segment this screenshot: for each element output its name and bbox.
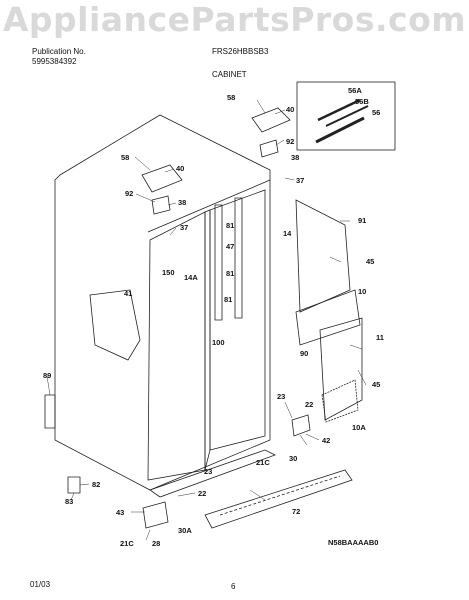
roller-83 bbox=[67, 476, 81, 494]
callout-21c-right: 21C bbox=[256, 458, 270, 467]
section-title: CABINET bbox=[212, 70, 247, 79]
shelf-rail-2 bbox=[234, 197, 243, 319]
leveler-left bbox=[142, 501, 169, 529]
callout-30: 30 bbox=[289, 454, 297, 463]
footer-date: 01/03 bbox=[30, 580, 51, 589]
callout-38-left: 38 bbox=[178, 198, 186, 207]
evaporator-cover bbox=[321, 379, 359, 423]
callout-30a: 30A bbox=[178, 526, 192, 535]
callout-56: 56 bbox=[372, 108, 380, 117]
callout-100: 100 bbox=[212, 338, 225, 347]
callout-21c-bottom: 21C bbox=[120, 539, 134, 548]
hinge-cover-top bbox=[251, 107, 291, 133]
publication-number: 5995384392 bbox=[32, 57, 77, 66]
divider-mullion bbox=[204, 209, 211, 471]
callout-38-top: 38 bbox=[291, 153, 299, 162]
inset-part-56b bbox=[325, 105, 369, 127]
callout-45-upper: 45 bbox=[366, 257, 374, 266]
left-side-duct bbox=[89, 289, 141, 361]
callout-10: 10 bbox=[358, 287, 366, 296]
callout-41: 41 bbox=[124, 289, 132, 298]
callout-40-left: 40 bbox=[176, 164, 184, 173]
cabinet-front-edge bbox=[147, 179, 271, 233]
publication-label: Publication No. bbox=[32, 47, 86, 56]
rear-access-cover bbox=[319, 317, 363, 421]
callout-37-top: 37 bbox=[296, 176, 304, 185]
cabinet-liner bbox=[147, 211, 206, 481]
callout-150: 150 bbox=[162, 268, 175, 277]
diagram-code: N58BAAAAB0 bbox=[328, 538, 379, 547]
callout-22-right: 22 bbox=[305, 400, 313, 409]
callout-23-bottom: 23 bbox=[204, 467, 212, 476]
callout-90: 90 bbox=[300, 349, 308, 358]
callout-81-lower: 81 bbox=[224, 295, 232, 304]
inset-part-56a bbox=[317, 98, 361, 122]
callout-81-upper: 81 bbox=[226, 221, 234, 230]
callout-58-top: 58 bbox=[227, 93, 235, 102]
callout-45-lower: 45 bbox=[372, 380, 380, 389]
callout-92-left: 92 bbox=[125, 189, 133, 198]
callout-43: 43 bbox=[116, 508, 124, 517]
callout-14: 14 bbox=[283, 229, 292, 238]
callout-40-top: 40 bbox=[286, 105, 294, 114]
hinge-top bbox=[259, 139, 279, 158]
air-duct bbox=[295, 289, 361, 346]
callout-92-top: 92 bbox=[286, 137, 294, 146]
cabinet-shell bbox=[54, 114, 271, 491]
watermark: AppliancePartsPros.com bbox=[2, 0, 467, 39]
callout-42: 42 bbox=[322, 436, 330, 445]
control-panel bbox=[295, 199, 351, 313]
callout-47: 47 bbox=[226, 242, 234, 251]
page-number: 6 bbox=[231, 582, 236, 591]
wiring-channel bbox=[44, 394, 56, 429]
callout-10a: 10A bbox=[352, 423, 366, 432]
callout-72: 72 bbox=[292, 507, 300, 516]
callout-23-right: 23 bbox=[277, 392, 285, 401]
hinge-left bbox=[151, 195, 171, 215]
hinge-cover-left bbox=[141, 164, 183, 193]
toe-grille bbox=[204, 469, 353, 529]
callout-56b: 56B bbox=[355, 97, 369, 106]
leveler-right bbox=[291, 414, 311, 437]
callout-22-bottom: 22 bbox=[198, 489, 206, 498]
callout-28: 28 bbox=[152, 539, 160, 548]
inset-part-56 bbox=[315, 116, 365, 144]
callout-58-left: 58 bbox=[121, 153, 129, 162]
callout-56a: 56A bbox=[348, 86, 362, 95]
callout-14a: 14A bbox=[184, 273, 198, 282]
shelf-rail-1 bbox=[214, 204, 223, 321]
callout-89: 89 bbox=[43, 371, 51, 380]
mullion-bottom bbox=[149, 449, 277, 498]
model-number: FRS26HBBSB3 bbox=[212, 47, 269, 56]
callout-91: 91 bbox=[358, 216, 366, 225]
callout-81-middle: 81 bbox=[226, 269, 234, 278]
callout-11: 11 bbox=[376, 333, 384, 342]
inset-box bbox=[296, 81, 396, 151]
callout-82: 82 bbox=[92, 480, 100, 489]
callout-83: 83 bbox=[65, 497, 73, 506]
grille-slots bbox=[219, 475, 341, 516]
callout-37-left: 37 bbox=[180, 223, 188, 232]
